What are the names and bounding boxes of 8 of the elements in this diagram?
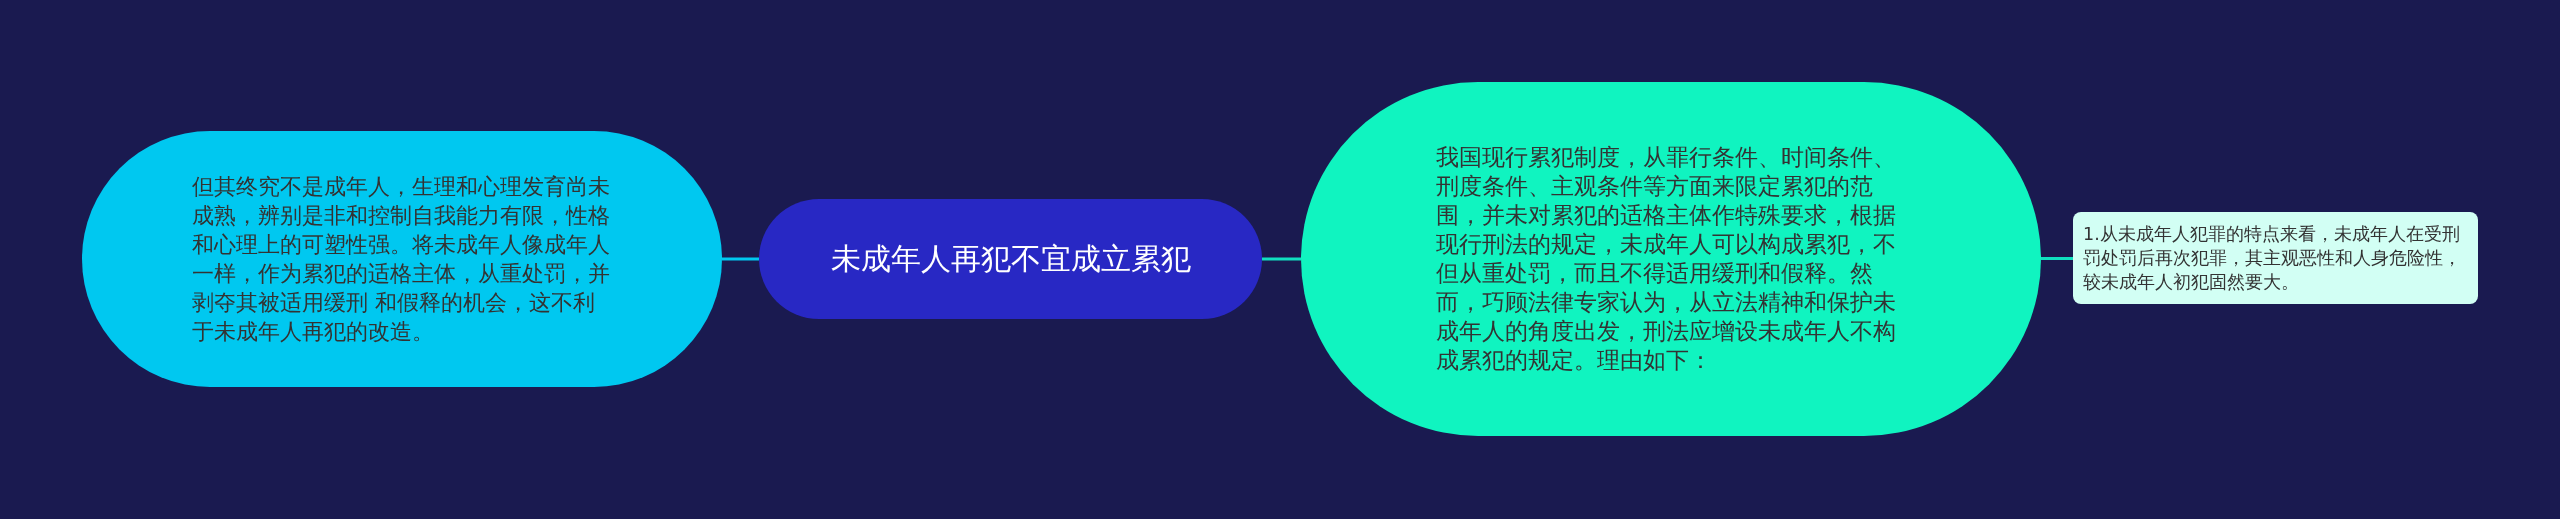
body-text: 1.从未成年人犯罪的特点来看，未成年人在受刑罚处罚后再次犯罪，其主观恶性和人身危险性，较未成年人初犯固然要大。 — [2083, 223, 2462, 294]
note-box — [2073, 212, 2478, 304]
connector-line — [1262, 257, 1301, 261]
topic-text: 未成年人再犯不宜成立累犯 — [829, 240, 1192, 278]
body-text: 但其终究不是成年人，生理和心理发育尚未成熟，辨别是非和控制自我能力有限，性格和心理上的可塑性强。将未成年人像成年人一样，作为累犯的适格主体，从重处罚，并剥夺其被适用缓刑 和假释的机会，这不利于未成年人再犯的改造。 — [192, 173, 611, 346]
connector-line — [722, 257, 759, 261]
body-text: 我国现行累犯制度，从罪行条件、时间条件、刑度条件、主观条件等方面来限定累犯的范围，并未对累犯的适格主体作特殊要求，根据现行刑法的规定，未成年人可以构成累犯，不但从重处罚，而且不得适用缓刑和假释。然而，巧顾法律专家认为，从立法精神和保护未成年人的角度出发，刑法应增设未成年人不构成累犯的规定。理由如下： — [1436, 143, 1897, 375]
connector-line — [2041, 257, 2073, 260]
